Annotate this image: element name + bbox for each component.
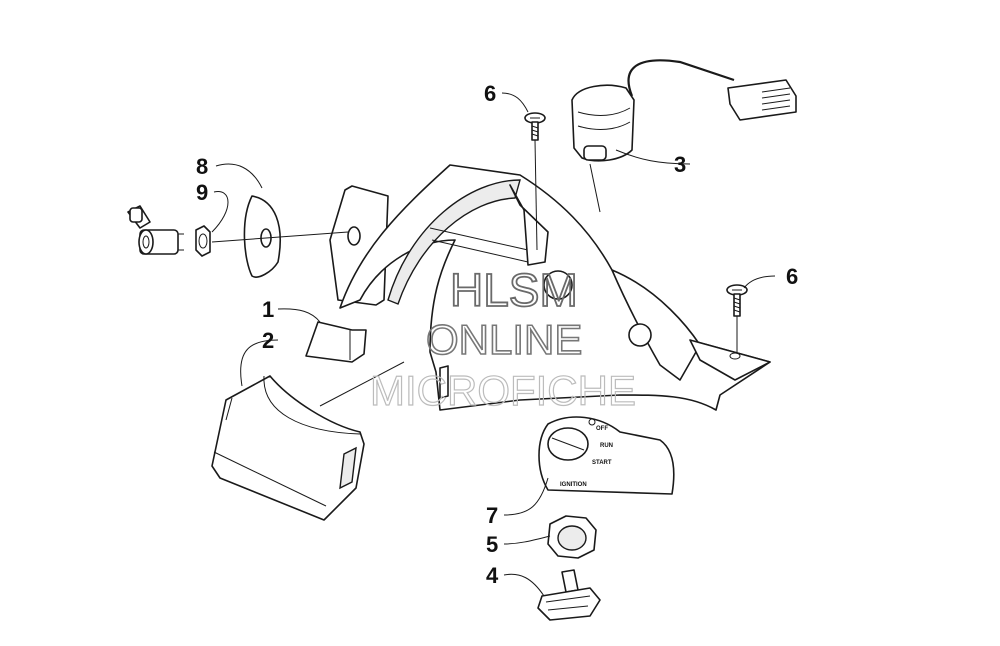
callout-7: 7 <box>486 503 498 528</box>
console-housing <box>305 164 771 411</box>
callout-8: 8 <box>196 154 208 179</box>
callout-4: 4 <box>486 563 499 588</box>
callout-2: 2 <box>262 328 274 353</box>
ignition-label: IGNITION <box>560 482 587 488</box>
callout-5: 5 <box>486 532 498 557</box>
leader-lines <box>211 92 776 597</box>
lower-cover <box>211 361 405 521</box>
ignition-off-label: OFF <box>596 426 608 432</box>
ignition-key <box>537 569 601 621</box>
screw-right <box>726 284 748 352</box>
ignition-start-label: START <box>592 460 612 466</box>
ignition-run-label: RUN <box>600 443 613 449</box>
watermark-line-3: MICROFICHE <box>370 367 636 414</box>
callouts: 6 3 6 8 9 1 2 7 5 4 <box>196 81 798 588</box>
watermark: HLSM ONLINE MICROFICHE <box>369 263 636 415</box>
ignition-plate: OFF RUN START IGNITION <box>538 416 675 495</box>
callout-6-upper: 6 <box>484 81 496 106</box>
watermark-line-2: ONLINE <box>426 316 582 363</box>
accessory-socket <box>127 195 349 278</box>
switch-with-cable <box>571 59 797 213</box>
ignition-nut <box>547 515 597 559</box>
callout-3: 3 <box>674 152 686 177</box>
callout-1: 1 <box>262 297 274 322</box>
watermark-line-1: HLSM <box>450 264 578 316</box>
callout-9: 9 <box>196 180 208 205</box>
screw-upper <box>524 112 546 251</box>
callout-6-right: 6 <box>786 264 798 289</box>
